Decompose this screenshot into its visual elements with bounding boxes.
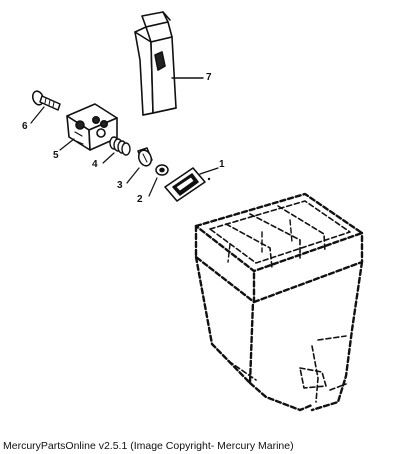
leader-4 — [102, 152, 115, 164]
callout-7: 7 — [206, 72, 212, 83]
callout-4: 4 — [92, 159, 98, 170]
housing-dashed-outline — [194, 192, 364, 412]
leader-3 — [126, 167, 140, 184]
part-7-shim-block — [134, 11, 177, 116]
leader-1 — [199, 167, 219, 175]
image-copyright-caption: MercuryPartsOnline v2.5.1 (Image Copyrig… — [3, 440, 294, 452]
leader-2 — [148, 177, 158, 197]
callout-5: 5 — [53, 150, 59, 161]
callout-3: 3 — [117, 180, 123, 191]
leader-1-dot — [207, 177, 211, 181]
part-5-pump-body — [66, 103, 118, 151]
part-4-spring — [109, 136, 131, 156]
callout-1: 1 — [219, 159, 225, 170]
part-6-screw — [31, 90, 61, 111]
part-3-fitting — [137, 147, 153, 167]
callout-6: 6 — [22, 121, 28, 132]
part-1-gasket — [164, 167, 206, 202]
leader-5 — [59, 138, 75, 151]
leader-6 — [30, 106, 45, 124]
callout-2: 2 — [137, 194, 143, 205]
part-2-washer — [155, 164, 169, 176]
